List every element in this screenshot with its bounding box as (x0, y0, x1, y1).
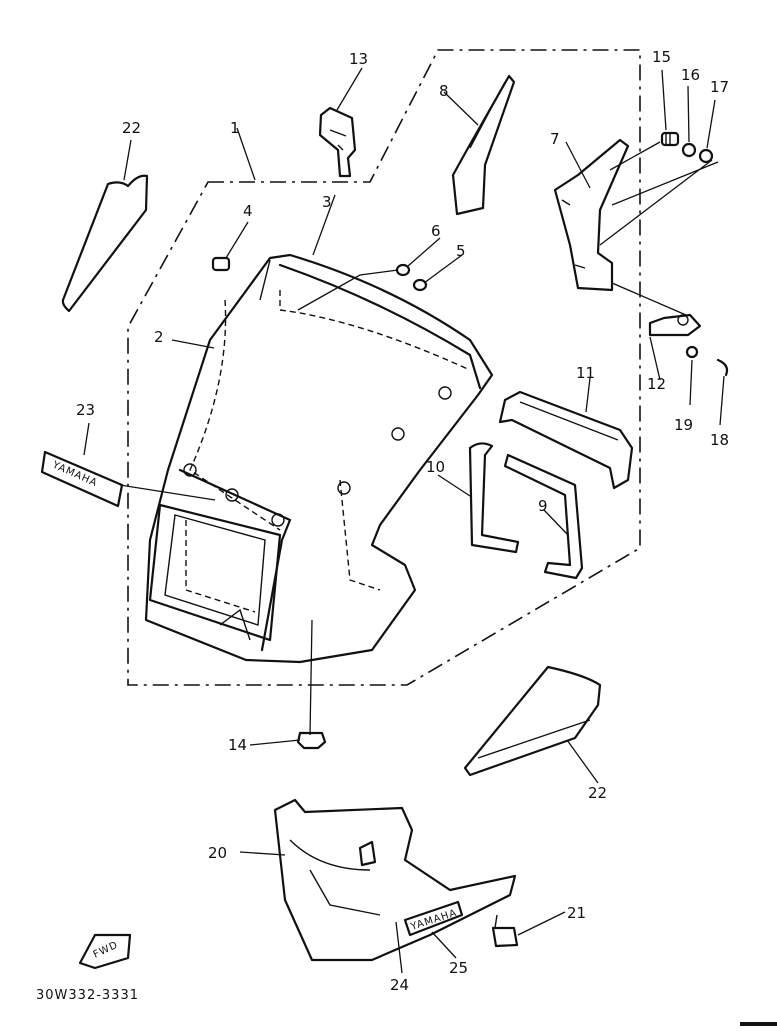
callout-22-upper: 22 (122, 119, 141, 137)
callout-11: 11 (576, 364, 595, 382)
callout-12: 12 (647, 375, 666, 393)
corner-bar (740, 1022, 777, 1026)
fwd-text: FWD (92, 940, 121, 961)
bolt-15 (660, 131, 680, 147)
seal-10 (468, 442, 520, 554)
callout-17: 17 (710, 78, 729, 96)
grommet-5 (412, 278, 428, 292)
callout-24: 24 (390, 976, 409, 994)
washer-17 (698, 148, 714, 164)
cowling-body (144, 253, 494, 736)
callout-10: 10 (426, 458, 445, 476)
stay-8 (451, 74, 516, 216)
callout-5: 5 (456, 242, 466, 260)
callout-16: 16 (681, 66, 700, 84)
callout-22-lower: 22 (588, 784, 607, 802)
callout-13: 13 (349, 50, 368, 68)
callout-9: 9 (538, 497, 548, 515)
nut-19 (685, 345, 699, 359)
clip-18 (716, 358, 729, 377)
callout-6: 6 (431, 222, 441, 240)
callout-18: 18 (710, 431, 729, 449)
fwd-arrow: FWD (78, 933, 132, 970)
callout-23: 23 (76, 401, 95, 419)
callout-2: 2 (154, 328, 164, 346)
callout-21: 21 (567, 904, 586, 922)
fastener-21 (491, 914, 519, 948)
screw-4 (211, 256, 231, 272)
bracket-13 (318, 106, 357, 178)
leader-lines (83, 67, 725, 974)
reference-code: 30W332-3331 (36, 988, 139, 1003)
washer-16 (681, 142, 697, 158)
callout-7: 7 (550, 130, 560, 148)
callout-3: 3 (322, 193, 332, 211)
callout-20: 20 (208, 844, 227, 862)
bracket-7 (553, 138, 630, 292)
callout-15: 15 (652, 48, 671, 66)
side-panel-upper (61, 174, 149, 313)
assembly-boundary (127, 49, 641, 686)
strip-11 (498, 390, 634, 490)
under-cowl-20 (273, 798, 517, 962)
emblem-25: YAMAHA (403, 900, 464, 937)
callout-4: 4 (243, 202, 253, 220)
callout-8: 8 (439, 82, 449, 100)
clamp-12 (648, 313, 702, 337)
seal-9 (503, 453, 584, 580)
callout-25: 25 (449, 959, 468, 977)
grommet-6 (395, 263, 411, 277)
grommet-14 (296, 731, 327, 750)
side-panel-lower (463, 665, 602, 777)
callout-14: 14 (228, 736, 247, 754)
callout-19: 19 (674, 416, 693, 434)
callout-1: 1 (230, 119, 240, 137)
